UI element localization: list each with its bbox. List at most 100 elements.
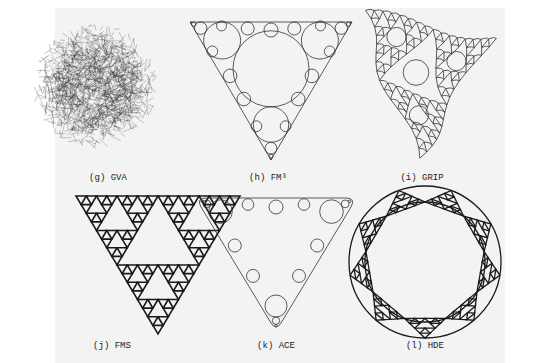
warped-triangle: [426, 114, 435, 124]
ring-fractal: [375, 306, 383, 313]
warped-triangle: [405, 119, 414, 129]
corner-circle: [350, 22, 351, 23]
outer-triangle: [199, 198, 352, 327]
sierpinski-triangle: [189, 196, 199, 205]
warped-triangle: [414, 38, 422, 48]
sierpinski-triangle: [173, 291, 183, 300]
fm3-drawing: [190, 21, 352, 160]
sierpinski-triangle: [76, 196, 86, 205]
sierpinski-triangle: [91, 222, 101, 231]
warped-triangle: [366, 9, 375, 18]
ring-fractal: [448, 197, 458, 203]
warped-triangle: [377, 71, 385, 80]
corner-circle: [335, 22, 347, 34]
sierpinski-triangle: [163, 205, 173, 214]
ring-fractal: [389, 305, 397, 312]
corner-circle: [265, 142, 277, 154]
edge-circle: [207, 46, 218, 57]
ring-fractal: [420, 333, 430, 338]
warped-triangle: [400, 15, 408, 25]
ring-fractal: [481, 262, 487, 272]
ring-fractal: [425, 328, 435, 333]
warped-triangle: [449, 36, 457, 45]
warped-triangle: [458, 72, 466, 81]
warped-triangle: [443, 70, 451, 79]
sierpinski-triangle: [117, 231, 127, 240]
edge-circle: [269, 200, 283, 214]
sierpinski-triangle: [158, 317, 168, 326]
edge-circle: [311, 239, 324, 252]
corner-circle: [341, 200, 349, 208]
edge-circle: [237, 92, 251, 106]
corner-circle: [191, 22, 192, 23]
warped-triangle: [467, 47, 475, 56]
ring-fractal: [410, 323, 420, 328]
ring-fractal: [367, 282, 373, 292]
figure-caption: (g) GVA: [89, 173, 127, 184]
sierpinski-triangle: [173, 222, 183, 231]
corner-circle: [272, 317, 279, 324]
warped-triangle: [481, 46, 489, 55]
warped-triangle: [376, 53, 384, 62]
sierpinski-triangle: [107, 196, 117, 205]
warped-triangle: [401, 96, 410, 106]
ring-fractal: [373, 292, 381, 299]
warped-triangle: [399, 102, 408, 112]
warped-triangle: [406, 35, 414, 45]
ring-fractal: [453, 305, 461, 312]
ring-fractal: [454, 210, 464, 216]
ring-fractal: [386, 210, 396, 216]
sierpinski-triangle: [122, 274, 132, 283]
sierpinski-triangle: [138, 300, 148, 309]
scan-ground: [55, 8, 505, 363]
sierpinski-triangle: [97, 196, 107, 205]
corner-circle: [201, 200, 204, 203]
ring-fractal: [435, 318, 445, 323]
sierpinski-triangle: [107, 231, 117, 240]
warped-triangle: [421, 98, 430, 108]
warped-triangle: [384, 90, 393, 100]
ring-fractal: [435, 203, 445, 209]
edge-cloud: [34, 24, 156, 148]
corner-circle: [195, 22, 207, 34]
warped-triangle: [430, 101, 439, 111]
hole-circle: [387, 27, 406, 46]
edge-circle: [298, 199, 310, 211]
warped-triangle: [417, 22, 425, 32]
edge-circle: [228, 239, 241, 252]
gva-drawing: [34, 24, 156, 148]
sierpinski-triangle: [112, 256, 122, 265]
ring-fractal: [393, 197, 403, 203]
warped-triangle: [423, 126, 432, 136]
edge-circle: [305, 69, 319, 83]
warped-triangle: [489, 38, 497, 47]
sierpinski-triangle: [168, 196, 178, 205]
ace-drawing: [199, 198, 352, 327]
sierpinski-triangle: [102, 205, 112, 214]
ring-fractal: [488, 273, 494, 283]
ring-fractal: [390, 312, 398, 319]
fms-drawing: [76, 196, 240, 334]
warped-triangle: [376, 35, 384, 44]
edge-circle: [316, 21, 326, 31]
sierpinski-triangle: [138, 213, 148, 222]
ring-fractal: [397, 312, 405, 319]
corner-circle: [348, 200, 351, 203]
ring-fractal: [451, 203, 461, 209]
corner-circle: [269, 154, 273, 158]
warped-triangle: [435, 117, 444, 127]
ring-fractal: [467, 313, 475, 320]
ring-fractal: [375, 313, 383, 320]
warped-triangle: [391, 48, 399, 58]
edge-circle: [280, 121, 291, 132]
ring-fractal: [406, 203, 416, 209]
edge-circle: [288, 22, 301, 35]
sierpinski-triangle: [138, 282, 148, 291]
edge-circle: [247, 269, 260, 282]
warped-triangle: [419, 148, 427, 158]
ring-fractal: [350, 269, 356, 279]
hde-drawing: [349, 186, 501, 338]
warped-triangle: [413, 94, 422, 104]
figure-caption: (j) FMS: [93, 341, 131, 352]
